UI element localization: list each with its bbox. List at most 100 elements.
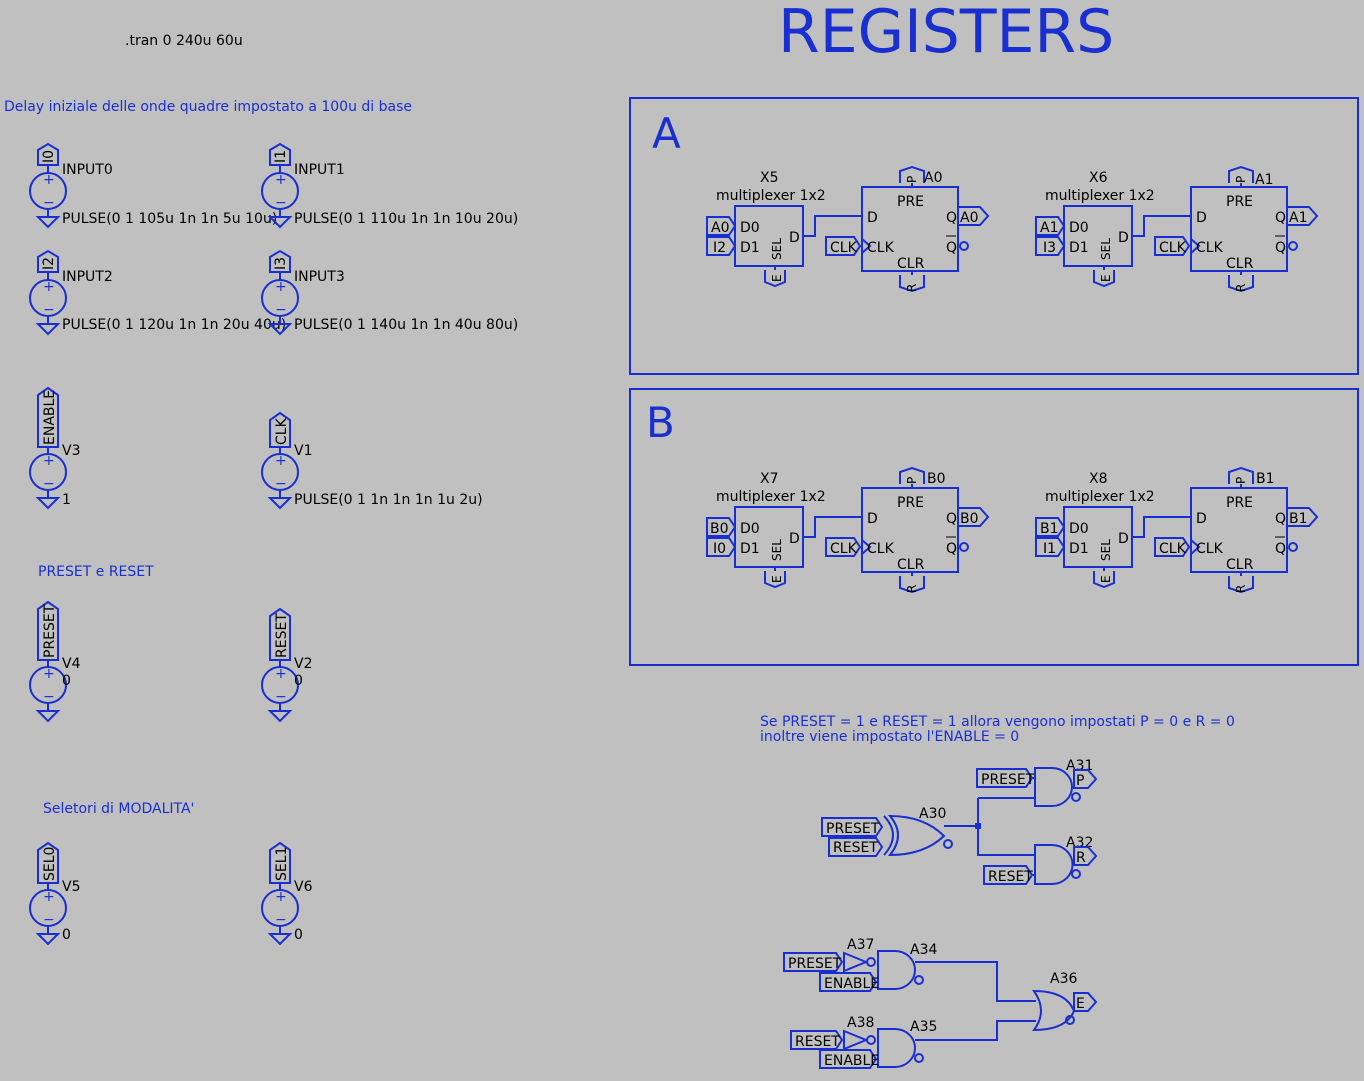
svg-text:B1: B1 (1256, 471, 1275, 487)
svg-text:RESET: RESET (795, 1034, 840, 1050)
gate-a31-nand[interactable]: A31 PRESET P (976, 758, 1098, 807)
svg-text:PRE: PRE (1226, 495, 1253, 511)
source-clk[interactable]: CLK V1 PULSE(0 1 1n 1n 1n 1u 2u) (261, 411, 483, 509)
svg-text:Q: Q (1275, 240, 1286, 256)
page-title: REGISTERS (778, 0, 1114, 67)
svg-text:CLR: CLR (1226, 256, 1254, 272)
svg-text:CLK: CLK (274, 417, 290, 445)
svg-text:E: E (1099, 274, 1113, 282)
svg-text:A35: A35 (910, 1019, 937, 1035)
svg-text:CLK: CLK (867, 240, 895, 256)
gate-a34-nand[interactable]: A34 ENABLE (819, 942, 1036, 1002)
gate-a30-xnor[interactable]: A30 PRESET RESET (821, 797, 1035, 857)
gate-a32-nand[interactable]: A32 RESET R (983, 835, 1098, 885)
source-input3[interactable]: I3 INPUT3 PULSE(0 1 140u 1n 1n 40u 80u) (261, 249, 518, 335)
svg-text:D: D (1196, 511, 1207, 527)
svg-text:I2: I2 (41, 257, 57, 270)
svg-text:A0: A0 (960, 210, 978, 226)
svg-text:A1: A1 (1255, 172, 1273, 188)
svg-text:D1: D1 (1069, 541, 1089, 557)
svg-text:B0: B0 (927, 471, 946, 487)
svg-text:ENABLE: ENABLE (824, 976, 879, 992)
svg-text:0: 0 (62, 673, 71, 689)
svg-text:multiplexer 1x2: multiplexer 1x2 (1045, 188, 1155, 204)
svg-text:B1: B1 (1289, 511, 1308, 527)
svg-text:1: 1 (62, 492, 71, 508)
source-reset[interactable]: RESET V2 0 (261, 607, 312, 722)
svg-text:D0: D0 (1069, 220, 1089, 236)
svg-text:PULSE(0 1 105u 1n 1n 5u 10u): PULSE(0 1 105u 1n 1n 5u 10u) (62, 211, 277, 227)
svg-text:SEL: SEL (1099, 238, 1113, 260)
svg-text:CLR: CLR (897, 557, 925, 573)
svg-text:I3: I3 (273, 257, 289, 270)
svg-text:D0: D0 (740, 220, 760, 236)
svg-text:P: P (1076, 773, 1084, 789)
svg-text:E: E (1076, 996, 1085, 1012)
svg-text:PRESET: PRESET (826, 821, 880, 837)
source-sel1[interactable]: SEL1 V6 0 (261, 841, 313, 945)
svg-text:V3: V3 (62, 443, 80, 459)
svg-text:multiplexer 1x2: multiplexer 1x2 (716, 188, 826, 204)
svg-text:D: D (789, 531, 800, 547)
gate-a35-nand[interactable]: A35 ENABLE (819, 1019, 1036, 1069)
svg-text:D0: D0 (740, 521, 760, 537)
svg-text:CLK: CLK (867, 541, 895, 557)
gate-a36-or[interactable]: A36 E (1032, 971, 1098, 1032)
source-input2[interactable]: I2 INPUT2 PULSE(0 1 120u 1n 1n 20u 40u) (29, 249, 286, 335)
source-preset[interactable]: PRESET V4 0 (29, 600, 81, 722)
svg-text:multiplexer 1x2: multiplexer 1x2 (1045, 489, 1155, 505)
source-enable[interactable]: ENABLE V3 1 (29, 386, 80, 509)
register-cell-a0[interactable]: X5 multiplexer 1x2 A0 I2 D0 D1 D SEL E D… (706, 166, 990, 292)
svg-text:E: E (770, 575, 784, 583)
svg-text:I1: I1 (273, 150, 289, 163)
svg-text:D: D (1118, 531, 1129, 547)
note-delay: Delay iniziale delle onde quadre imposta… (4, 99, 412, 115)
svg-text:PRE: PRE (897, 495, 924, 511)
note-selectors: Seletori di MODALITA' (43, 801, 194, 817)
svg-text:CLR: CLR (1226, 557, 1254, 573)
svg-text:V6: V6 (294, 879, 313, 895)
svg-text:B1: B1 (1040, 521, 1059, 537)
svg-text:PULSE(0 1 1n 1n 1n 1u 2u): PULSE(0 1 1n 1n 1n 1u 2u) (294, 492, 483, 508)
svg-text:P: P (905, 477, 919, 484)
source-sel0[interactable]: SEL0 V5 0 (29, 841, 80, 945)
svg-text:V1: V1 (294, 443, 312, 459)
svg-text:CLK: CLK (1159, 541, 1187, 557)
note-logic-line2: inoltre viene impostato l'ENABLE = 0 (760, 729, 1019, 745)
svg-text:A36: A36 (1050, 971, 1077, 987)
svg-text:V2: V2 (294, 656, 312, 672)
gate-a38-inverter[interactable]: A38 RESET (790, 1015, 876, 1051)
source-input1[interactable]: I1 INPUT1 PULSE(0 1 110u 1n 1n 10u 20u) (261, 142, 518, 228)
register-cell-b0[interactable]: X7 multiplexer 1x2 B0 I0 D0 D1 D SEL E D… (706, 467, 990, 593)
svg-text:V4: V4 (62, 656, 81, 672)
svg-text:Q: Q (946, 240, 957, 256)
register-cell-a1[interactable]: X6 multiplexer 1x2 A1 I3 D0 D1 D SEL E D… (1035, 166, 1319, 292)
svg-text:A30: A30 (919, 806, 946, 822)
svg-text:V5: V5 (62, 879, 80, 895)
svg-text:D: D (867, 511, 878, 527)
svg-text:0: 0 (62, 927, 71, 943)
svg-text:PRESET: PRESET (42, 604, 58, 658)
svg-text:0: 0 (294, 927, 303, 943)
svg-text:R: R (1234, 284, 1248, 292)
simulation-directive: .tran 0 240u 60u (125, 33, 243, 49)
svg-text:Q: Q (1275, 511, 1286, 527)
gate-a37-inverter[interactable]: A37 PRESET (783, 937, 876, 973)
svg-text:RESET: RESET (274, 613, 290, 658)
svg-text:R: R (905, 284, 919, 292)
svg-text:CLK: CLK (1196, 541, 1224, 557)
svg-text:X6: X6 (1089, 170, 1108, 186)
svg-text:P: P (1234, 477, 1248, 484)
svg-text:I3: I3 (1043, 240, 1056, 256)
svg-text:E: E (770, 274, 784, 282)
svg-text:A0: A0 (924, 170, 942, 186)
register-cell-b1[interactable]: X8 multiplexer 1x2 B1 I1 D0 D1 D SEL E D… (1035, 467, 1319, 593)
svg-text:D: D (1118, 230, 1129, 246)
svg-text:Q: Q (1275, 210, 1286, 226)
svg-text:CLK: CLK (830, 541, 858, 557)
svg-text:A1: A1 (1289, 210, 1307, 226)
svg-text:X8: X8 (1089, 471, 1108, 487)
register-b-box (629, 388, 1359, 666)
source-input0[interactable]: I0 INPUT0 PULSE(0 1 105u 1n 1n 5u 10u) (29, 142, 277, 228)
svg-text:R: R (1234, 585, 1248, 593)
